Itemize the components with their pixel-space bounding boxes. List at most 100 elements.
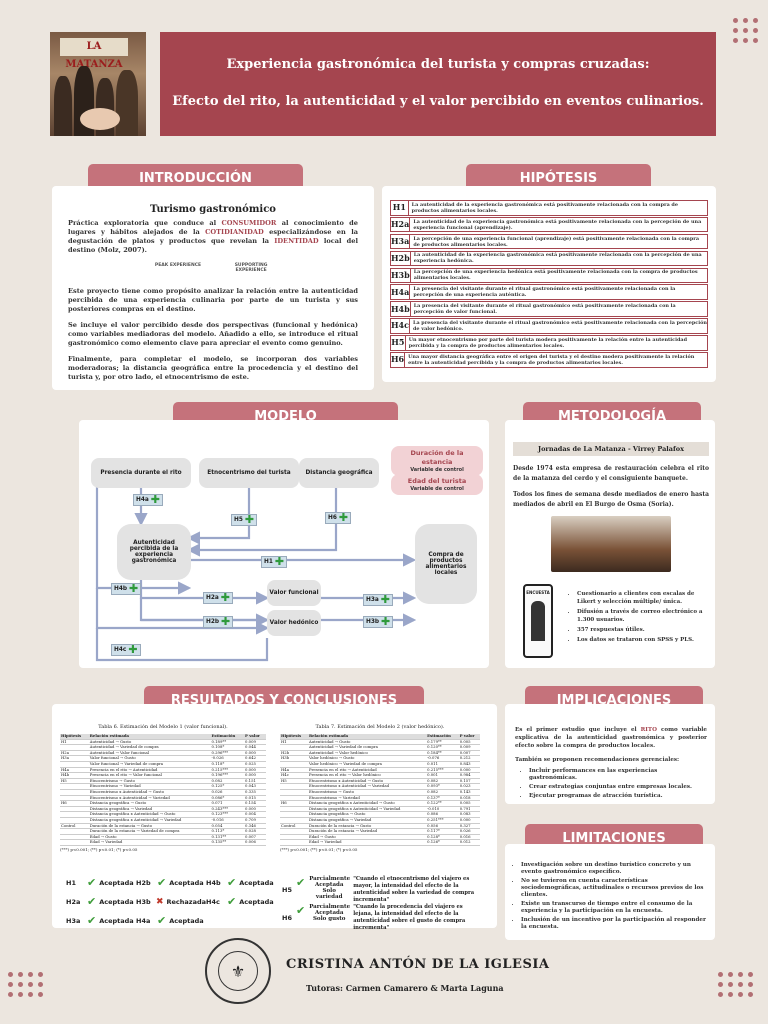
- tag-h5: H5✚: [231, 513, 258, 526]
- title-line-2: Efecto del rito, la autenticidad y el va…: [172, 94, 704, 109]
- method-panel: Jornadas de La Matanza - Virrey Palafox …: [505, 420, 715, 668]
- bullet-item: Investigación sobre un destino turístico…: [521, 862, 707, 876]
- bullet-item: Ejecutar programas de atracción turístic…: [529, 793, 707, 800]
- node-valor-funcional: Valor funcional: [267, 580, 321, 606]
- summary-item: H2a✔Aceptada: [66, 895, 134, 908]
- node-compra: Compra de productos alimentarios locales: [415, 524, 477, 604]
- method-bullets: Cuestionario a clientes con escalas de L…: [567, 590, 707, 646]
- plus-icon: ✚: [150, 493, 161, 506]
- method-photo: [551, 516, 671, 572]
- supporting-experience-tag: SUPPORTING EXPERIENCE: [234, 263, 268, 273]
- plus-icon: ✚: [381, 615, 391, 628]
- tag-h4a: H4a✚: [133, 493, 164, 506]
- check-icon: ✔: [87, 914, 97, 927]
- table-row: Distancia geográfica x Autenticidad → Va…: [280, 806, 480, 813]
- tag-h3a: H3a✚: [363, 593, 394, 606]
- h5-result: H5✔ Parcialmente Aceptada Solo variedad …: [282, 876, 475, 903]
- plus-icon: ✚: [274, 555, 285, 568]
- tag-h6: H6✚: [325, 511, 352, 524]
- table-header: Estimación: [426, 733, 459, 740]
- plus-icon: ✚: [338, 511, 349, 524]
- table-6: Tabla 6. Estimación del Modelo 1 (valor …: [60, 724, 266, 852]
- tag-h2b: H2b✚: [203, 615, 234, 628]
- model-panel: Presencia durante el rito Etnocentrismo …: [79, 420, 489, 668]
- bullet-item: No se tuvieron en cuenta características…: [521, 878, 707, 899]
- method-subheading: Jornadas de La Matanza - Virrey Palafox: [513, 442, 709, 456]
- h6-result: H6✔ Parcialmente Aceptada Solo gusto "Cu…: [282, 904, 466, 931]
- check-icon: ✔: [227, 895, 237, 908]
- check-icon: ✔: [157, 876, 167, 889]
- plus-icon: ✚: [244, 513, 255, 526]
- table-header: Relación estimada: [307, 733, 427, 740]
- node-valor-hedonico: Valor hedónico: [267, 610, 321, 636]
- implications-panel: Es el primer estudio que incluye el RITO…: [505, 704, 715, 804]
- tag-h1: H1✚: [261, 555, 288, 568]
- intro-paragraph-3: Se incluye el valor percibido desde dos …: [68, 321, 358, 347]
- node-autenticidad: Autenticidad percibida de la experiencia…: [117, 524, 191, 580]
- table-header: Hipótesis: [60, 733, 89, 740]
- plus-icon: ✚: [128, 643, 138, 656]
- title-banner: Experiencia gastronómica del turista y c…: [160, 32, 716, 136]
- check-icon: ✔: [157, 914, 167, 927]
- plus-icon: ✚: [380, 593, 391, 606]
- check-icon: ✔: [87, 895, 97, 908]
- tutors: Tutoras: Carmen Camarero & Marta Laguna: [306, 983, 504, 993]
- header-photo: LA MATANZA: [50, 32, 146, 136]
- title-line-1: Experiencia gastronómica del turista y c…: [226, 57, 650, 72]
- summary-item: H4b✔Aceptada: [206, 876, 274, 889]
- bullet-item: Crear estrategias conjuntas entre empres…: [529, 784, 707, 791]
- table-header: P valor: [458, 733, 480, 740]
- implications-intro: También se proponen recomendaciones gere…: [515, 757, 680, 763]
- bullet-item: Los datos se trataron con SPSS y PLS.: [577, 636, 707, 644]
- summary-item: H4a✔Aceptada: [136, 914, 204, 927]
- bullet-item: Cuestionario a clientes con escalas de L…: [577, 590, 707, 606]
- intro-paragraph-2: Este proyecto tiene como propósito anali…: [68, 287, 358, 313]
- node-distancia: Distancia geográfica: [299, 458, 379, 488]
- summary-item: H2b✔Aceptada: [136, 876, 204, 889]
- author-name: CRISTINA ANTÓN DE LA IGLESIA: [286, 957, 550, 972]
- plus-icon: ✚: [221, 615, 231, 628]
- bullet-item: 357 respuestas útiles.: [577, 626, 707, 634]
- cross-icon: ✖: [155, 896, 164, 907]
- bullet-item: Incluir performances en las experiencias…: [529, 768, 707, 782]
- table-row: Duración de la estancia → Variedad de co…: [60, 828, 266, 835]
- table-7: Tabla 7. Estimación del Modelo 2 (valor …: [280, 724, 480, 852]
- summary-item: H3a✔Aceptada: [66, 914, 134, 927]
- university-seal: ⚜: [205, 938, 271, 1004]
- summary-item: H1✔Aceptada: [66, 876, 134, 889]
